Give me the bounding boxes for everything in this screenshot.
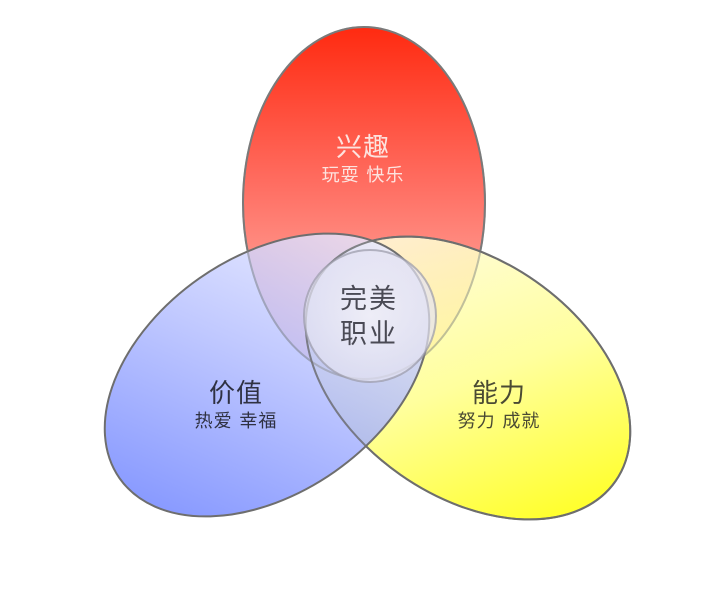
ability-subtitle: 努力 成就 [457,411,541,432]
value-subtitle: 热爱 幸福 [194,411,278,432]
ability-title: 能力 [471,379,527,409]
interest-subtitle: 玩耍 快乐 [321,165,405,186]
intersection-circle [303,249,437,383]
value-title: 价值 [208,379,264,409]
intersection-line2: 职业 [340,319,398,350]
interest-title: 兴趣 [335,133,391,163]
intersection-line1: 完美 [340,284,398,315]
